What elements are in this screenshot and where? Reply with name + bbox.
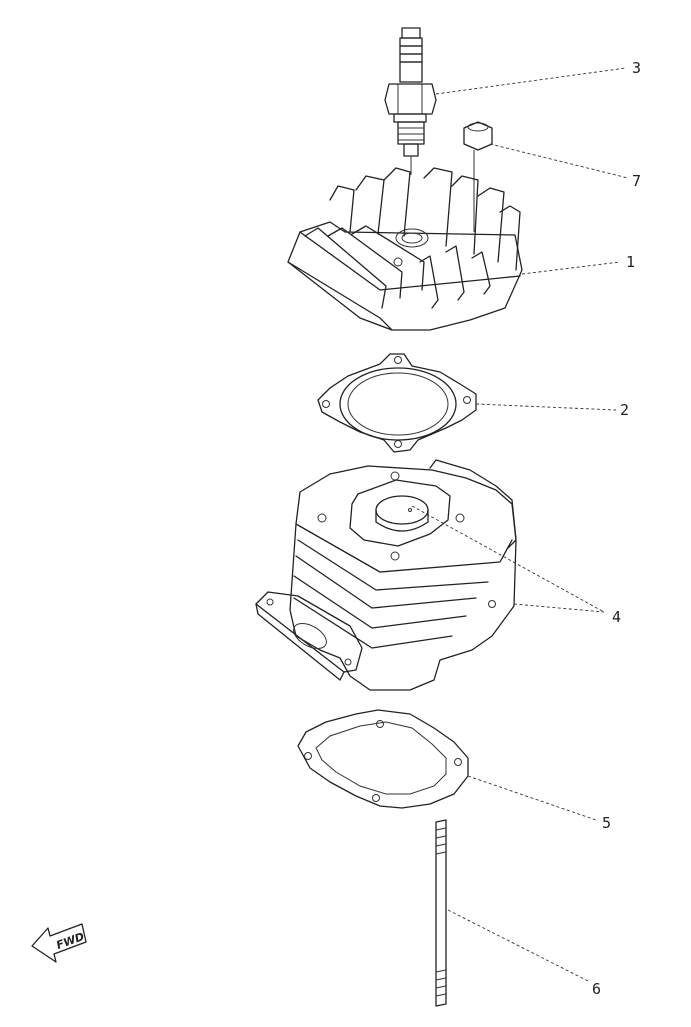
leader-base-gasket <box>467 775 597 821</box>
leader-cylinder-a <box>411 505 605 613</box>
fwd-arrow-icon: FWD <box>31 923 87 963</box>
leader-lines <box>411 67 629 983</box>
leader-cylinder-b <box>513 603 605 613</box>
leader-head-gasket <box>475 403 617 411</box>
leader-plug-cap <box>489 143 629 179</box>
callout-6: 6 <box>592 980 601 998</box>
callout-1: 1 <box>626 253 635 271</box>
callout-4: 4 <box>612 608 621 626</box>
callout-7: 7 <box>632 172 641 190</box>
head-gasket <box>317 353 477 453</box>
callout-5: 5 <box>602 814 611 832</box>
leader-cylinder-head <box>521 261 621 275</box>
cylinder <box>255 459 517 691</box>
spark-plug <box>384 27 437 175</box>
fwd-label: FWD <box>55 930 86 952</box>
leader-spark-plug <box>435 67 627 95</box>
plug-cap <box>463 121 493 232</box>
callout-2: 2 <box>620 401 629 419</box>
base-gasket <box>297 709 469 809</box>
cylinder-head <box>287 167 523 331</box>
callout-3: 3 <box>632 59 641 77</box>
leader-stud-bolt <box>447 909 591 983</box>
stud-bolt <box>435 819 447 1007</box>
